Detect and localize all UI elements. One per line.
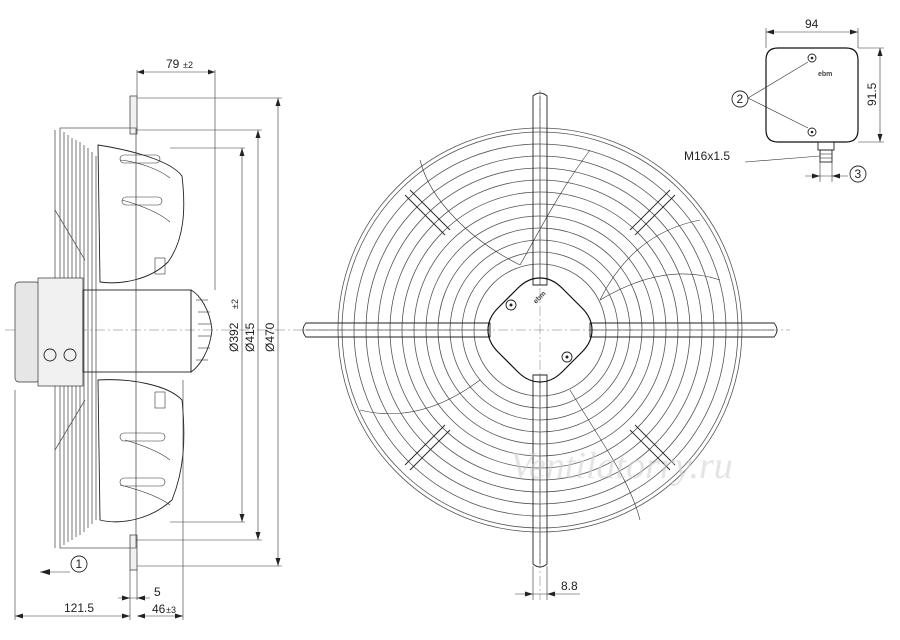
dim-dia392: Ø392	[227, 322, 241, 352]
lower-bracket	[129, 534, 138, 571]
callout-3: 3	[855, 167, 862, 181]
dim-dia415: Ø415	[243, 322, 257, 352]
side-blades	[97, 144, 185, 523]
front-dimensions: 8.8	[515, 566, 580, 600]
callout-1: 1	[76, 557, 83, 571]
rotor-hub	[82, 289, 192, 373]
dim-dia470: Ø470	[263, 322, 277, 352]
dim-94: 94	[805, 17, 819, 31]
watermark-text: Ventilatorry.ru	[510, 445, 733, 487]
side-dimensions: 79 ±2 Ø392 ±2 Ø415 Ø470	[14, 57, 282, 620]
dim-121-5: 121.5	[64, 601, 94, 615]
upper-bracket	[129, 95, 138, 135]
dim-91-5: 91.5	[865, 82, 879, 106]
detail-logo: ebm	[818, 71, 832, 78]
callout-2: 2	[737, 92, 744, 106]
side-view: 79 ±2 Ø392 ±2 Ø415 Ø470	[5, 57, 300, 620]
dim-8-8: 8.8	[561, 579, 578, 593]
dim-46: 46	[152, 602, 166, 616]
dim-46-tol: ±3	[166, 605, 176, 615]
terminal-box	[14, 281, 41, 383]
front-view: ebm 8.8	[300, 90, 790, 600]
dim-79: 79	[166, 57, 180, 71]
front-blades	[359, 149, 721, 521]
thread-label: M16x1.5	[684, 149, 730, 163]
dim-79-tol: ±2	[183, 60, 193, 70]
front-logo: ebm	[532, 290, 547, 305]
terminal-box-detail: ebm 94 91.5 2 M16x1.5 3	[684, 17, 884, 183]
dim-5: 5	[154, 585, 161, 599]
guard-spokes	[302, 92, 778, 568]
side-motor	[14, 257, 213, 409]
dim-dia392-tol: ±2	[230, 299, 240, 309]
